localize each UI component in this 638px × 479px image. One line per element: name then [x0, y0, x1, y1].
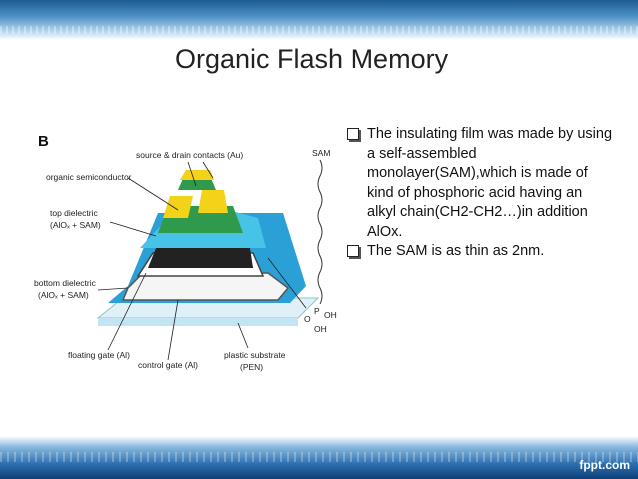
- label-bottom-dielectric-2: (AlOₓ + SAM): [38, 290, 89, 300]
- label-floating-gate: floating gate (Al): [68, 350, 130, 360]
- chem-oh-2: OH: [314, 324, 327, 334]
- leader-source-drain: [187, 161, 197, 187]
- leader-bottom-dielectric: [97, 287, 129, 291]
- label-bottom-dielectric: bottom dielectric: [34, 278, 97, 288]
- label-control-gate: control gate (Al): [138, 360, 198, 370]
- footer-banner: [0, 436, 638, 479]
- panel-letter: B: [38, 133, 49, 150]
- label-source-drain: source & drain contacts (Au): [136, 150, 243, 160]
- chem-oh-1: OH: [324, 310, 337, 320]
- drain-contact: [198, 190, 228, 213]
- leader-top-dielectric: [109, 221, 157, 237]
- leader-sam: [267, 257, 307, 309]
- leader-control-gate: [167, 299, 179, 361]
- label-plastic-substrate: plastic substrate: [224, 350, 286, 360]
- label-top-dielectric: top dielectric: [50, 208, 98, 218]
- slide-title: Organic Flash Memory: [175, 44, 449, 74]
- label-plastic-substrate-2: (PEN): [240, 362, 263, 372]
- checkbox-bullet-icon: [347, 128, 359, 140]
- control-gate: [121, 272, 290, 301]
- label-organic-semiconductor: organic semiconductor: [46, 172, 132, 182]
- sam-molecule: [317, 159, 323, 305]
- leader-floating-gate: [107, 272, 147, 351]
- chem-p: P: [314, 306, 320, 316]
- bullet-item: The insulating film was made by using a …: [345, 125, 615, 242]
- chem-o: O: [304, 314, 311, 324]
- bullet-text: The SAM is as thin as 2nm.: [367, 243, 545, 259]
- top-gold: [180, 170, 214, 180]
- bullet-item: The SAM is as thin as 2nm.: [345, 242, 615, 262]
- fppt-logo: fppt.com: [579, 458, 630, 472]
- label-top-dielectric-2: (AlOₓ + SAM): [50, 220, 101, 230]
- header-banner: [0, 0, 638, 40]
- leader-source-drain-2: [202, 161, 214, 179]
- inner-dark: [148, 248, 253, 268]
- bullet-text: The insulating film was made by using a …: [367, 126, 613, 240]
- checkbox-bullet-icon: [347, 245, 359, 257]
- bullet-list: The insulating film was made by using a …: [345, 125, 615, 262]
- device-diagram: B source & drain contacts (Au) organic s…: [34, 133, 337, 372]
- leader-organic: [127, 177, 179, 211]
- substrate-front: [98, 318, 298, 326]
- label-sam: SAM: [312, 148, 330, 158]
- source-contact: [163, 196, 193, 218]
- leader-substrate: [237, 322, 249, 349]
